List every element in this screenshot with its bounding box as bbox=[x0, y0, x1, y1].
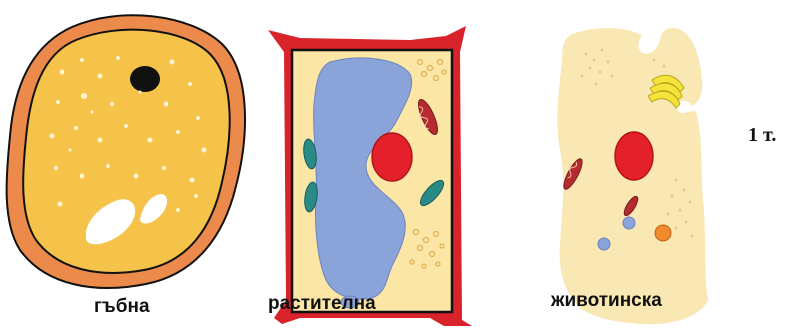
animal-lysosome bbox=[655, 225, 671, 241]
animal-cell-caption: животинска bbox=[551, 290, 662, 312]
fungal-nucleus bbox=[130, 66, 160, 92]
plant-cell-icon bbox=[268, 26, 472, 326]
fungal-cell-caption: гъбна bbox=[94, 296, 150, 318]
plant-cell-caption: растителна bbox=[268, 293, 376, 315]
points-label: 1 т. bbox=[748, 124, 776, 147]
animal-nucleus bbox=[615, 132, 653, 180]
fungal-cytoplasm bbox=[23, 30, 229, 273]
animal-vacuole bbox=[623, 217, 635, 229]
animal-vacuole bbox=[598, 238, 610, 250]
plant-nucleus bbox=[372, 133, 412, 181]
fungal-cell-icon bbox=[7, 15, 245, 288]
animal-cell-icon bbox=[557, 28, 708, 324]
